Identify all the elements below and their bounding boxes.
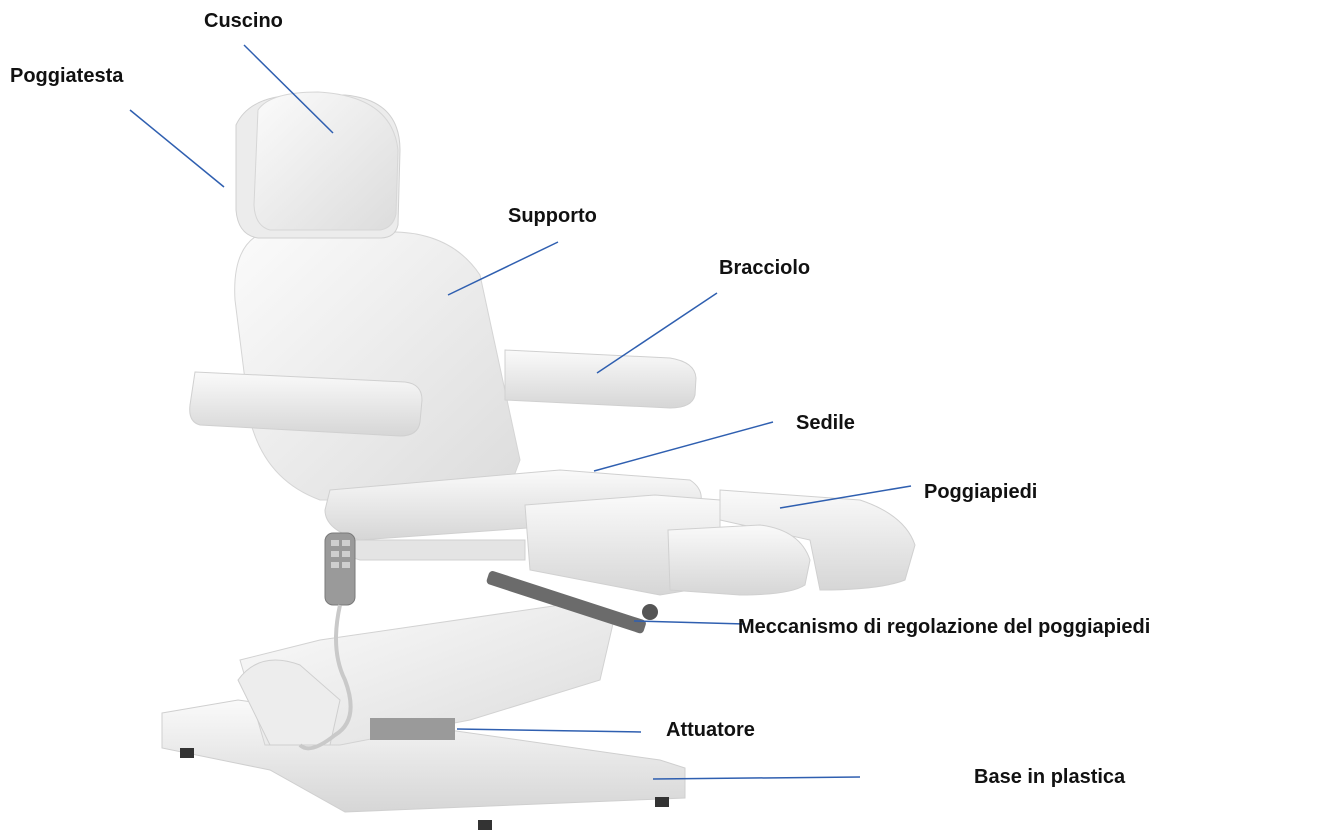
headrest-cushion: [254, 92, 398, 230]
armrest-left: [190, 372, 422, 436]
label-sedile: Sedile: [796, 413, 855, 433]
label-poggiapiedi: Poggiapiedi: [924, 482, 1037, 502]
label-base: Base in plastica: [974, 767, 1125, 787]
actuator-block: [370, 718, 455, 740]
leader-line-meccanismo: [634, 621, 745, 624]
leader-line-sedile: [594, 422, 773, 471]
label-attuatore: Attuatore: [666, 720, 755, 740]
armrest-right: [505, 350, 696, 408]
leader-line-poggiatesta: [130, 110, 224, 187]
backrest: [235, 232, 520, 500]
label-poggiatesta: Poggiatesta: [10, 66, 123, 86]
label-meccanismo: Meccanismo di regolazione del poggiapied…: [738, 617, 1150, 637]
label-cuscino: Cuscino: [204, 11, 283, 31]
footrest-left: [668, 525, 810, 595]
label-bracciolo: Bracciolo: [719, 258, 810, 278]
lift-column: [238, 605, 615, 745]
label-supporto: Supporto: [508, 206, 597, 226]
leader-line-attuatore: [457, 729, 641, 732]
